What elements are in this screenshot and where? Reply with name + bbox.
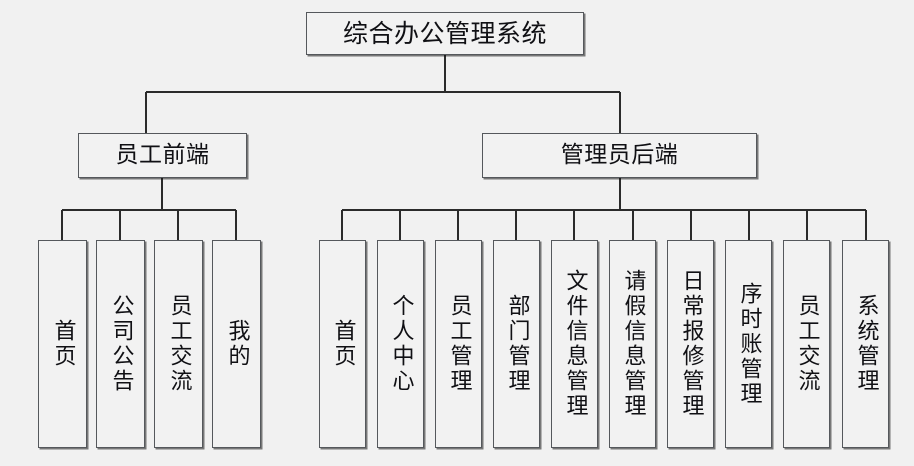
node-leaf-admin-8[interactable]: 序时账管理 xyxy=(725,240,772,448)
node-branch-admin-backend-label: 管理员后端 xyxy=(560,142,679,169)
node-leaf-admin-10[interactable]: 系统管理 xyxy=(842,240,889,448)
node-leaf-employee-2[interactable]: 公司公告 xyxy=(96,240,145,448)
node-branch-employee-frontend[interactable]: 员工前端 xyxy=(78,133,247,178)
node-leaf-admin-1[interactable]: 首页 xyxy=(319,240,366,448)
node-branch-admin-backend[interactable]: 管理员后端 xyxy=(482,133,757,178)
node-leaf-admin-6-label: 请假信息管理 xyxy=(620,269,646,419)
node-leaf-admin-5-label: 文件信息管理 xyxy=(562,269,588,419)
node-leaf-admin-9-label: 员工交流 xyxy=(794,294,820,394)
node-leaf-admin-3-label: 员工管理 xyxy=(446,294,472,394)
node-leaf-admin-1-label: 首页 xyxy=(330,319,356,369)
node-leaf-employee-4-label: 我的 xyxy=(224,319,250,369)
node-leaf-employee-3-label: 员工交流 xyxy=(166,294,192,394)
node-leaf-admin-10-label: 系统管理 xyxy=(853,294,879,394)
node-root[interactable]: 综合办公管理系统 xyxy=(306,12,584,55)
node-leaf-admin-9[interactable]: 员工交流 xyxy=(783,240,830,448)
node-leaf-admin-2[interactable]: 个人中心 xyxy=(377,240,424,448)
node-leaf-employee-1-label: 首页 xyxy=(50,319,76,369)
node-leaf-admin-4[interactable]: 部门管理 xyxy=(493,240,540,448)
node-leaf-admin-6[interactable]: 请假信息管理 xyxy=(609,240,656,448)
node-leaf-admin-3[interactable]: 员工管理 xyxy=(435,240,482,448)
node-leaf-employee-1[interactable]: 首页 xyxy=(38,240,87,448)
node-root-label: 综合办公管理系统 xyxy=(342,19,547,48)
node-leaf-employee-4[interactable]: 我的 xyxy=(212,240,261,448)
node-leaf-admin-2-label: 个人中心 xyxy=(388,294,414,394)
node-branch-employee-frontend-label: 员工前端 xyxy=(115,142,210,169)
node-leaf-employee-3[interactable]: 员工交流 xyxy=(154,240,203,448)
node-leaf-admin-8-label: 序时账管理 xyxy=(736,281,762,407)
node-leaf-employee-2-label: 公司公告 xyxy=(108,294,134,394)
node-leaf-admin-4-label: 部门管理 xyxy=(504,294,530,394)
node-leaf-admin-7-label: 日常报修管理 xyxy=(678,269,704,419)
node-leaf-admin-7[interactable]: 日常报修管理 xyxy=(667,240,714,448)
node-leaf-admin-5[interactable]: 文件信息管理 xyxy=(551,240,598,448)
